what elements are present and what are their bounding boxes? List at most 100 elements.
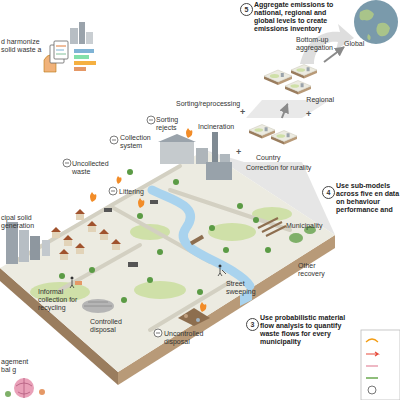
aggregation-arrow <box>282 104 288 118</box>
sorting-facility <box>158 134 208 164</box>
brain-icon <box>16 378 32 398</box>
legend-box <box>366 339 378 342</box>
brain-icon <box>39 389 45 395</box>
disposal-sites <box>82 299 114 313</box>
step-text: Use sub-models across five en data on be… <box>336 182 400 214</box>
trees <box>89 267 95 273</box>
trucks <box>128 262 138 267</box>
ground-surface <box>208 223 256 241</box>
disposal-sites <box>184 314 188 318</box>
data-icons <box>70 28 78 44</box>
data-icons <box>44 22 96 72</box>
houses <box>87 221 97 226</box>
incinerator <box>220 154 230 162</box>
brain-icon <box>14 378 34 398</box>
trees <box>59 273 65 279</box>
tile-building <box>307 67 310 71</box>
river <box>152 190 250 286</box>
disposal-sites <box>178 308 210 326</box>
disposal-sites <box>196 318 200 322</box>
data-icons <box>56 50 64 51</box>
callout-number: 3 <box>246 318 259 331</box>
annotation-label: Incineration <box>198 123 234 131</box>
fires <box>117 176 122 184</box>
fires <box>186 128 193 138</box>
annotation-label: agement bal g <box>1 358 31 374</box>
data-icons <box>86 32 93 44</box>
sorting-facility <box>160 142 194 164</box>
globe-land <box>360 9 391 40</box>
people <box>219 265 222 268</box>
annotation-label: Uncollected waste <box>72 160 112 176</box>
tile-surface <box>271 131 297 142</box>
annotation-label: Littering <box>119 188 144 196</box>
houses <box>59 249 69 254</box>
plus-sign: + <box>306 110 311 119</box>
legend-box <box>361 330 400 400</box>
houses <box>75 209 85 214</box>
annotation-label: Uncontrolled disposal <box>164 330 212 346</box>
annotation-label: cipal solid generation <box>1 214 41 230</box>
annotation-label: Street sweeping <box>226 280 262 296</box>
data-icons <box>54 41 68 59</box>
houses <box>88 226 96 232</box>
legend-box <box>366 352 378 356</box>
city-buildings <box>19 230 29 262</box>
annotation-label: Correction for rurality <box>246 164 311 172</box>
tile-building <box>287 133 290 137</box>
houses <box>63 235 73 240</box>
houses <box>52 232 60 238</box>
tile-green <box>290 84 299 88</box>
globe <box>354 0 398 44</box>
data-icons <box>56 54 66 55</box>
river <box>190 235 204 245</box>
trees <box>127 169 133 175</box>
data-icons <box>74 67 86 71</box>
trucks <box>104 200 158 267</box>
annotation-label: Controlled disposal <box>90 318 130 334</box>
callout-number: 5 <box>240 3 253 16</box>
trees <box>157 249 163 255</box>
data-icons <box>74 49 94 53</box>
city-buildings <box>30 236 40 260</box>
houses <box>76 248 84 254</box>
trees <box>265 247 271 253</box>
tile-green <box>254 128 263 132</box>
people <box>70 265 226 289</box>
annotation-label: Sorting/reprocessing <box>176 100 240 108</box>
trees <box>197 289 203 295</box>
annotation-label: Informal collection for recycling <box>38 288 86 312</box>
legend-box <box>366 377 378 379</box>
houses <box>112 244 120 250</box>
tile-green <box>296 68 305 72</box>
level-label: Global <box>344 40 364 48</box>
city-buildings <box>42 240 50 256</box>
plus-sign: + <box>240 108 245 117</box>
fires <box>90 192 97 202</box>
trees <box>209 225 215 231</box>
tile-building <box>281 73 284 77</box>
data-icons <box>56 46 66 47</box>
trees <box>253 217 259 223</box>
level-label: Country <box>256 154 281 162</box>
fires <box>90 128 207 312</box>
trees <box>223 247 229 253</box>
legend-box <box>361 330 400 400</box>
legend-box <box>366 365 378 367</box>
houses <box>51 227 61 232</box>
flow-icon <box>63 116 162 337</box>
trees <box>173 179 179 185</box>
disposal-sites <box>84 302 112 306</box>
annotation-label: Sorting rejects <box>156 116 188 132</box>
legend-box <box>368 386 376 394</box>
trees <box>137 213 143 219</box>
brain-icon <box>5 391 11 397</box>
tile-surface <box>249 125 275 136</box>
brain-icon <box>5 378 45 398</box>
fires <box>200 302 207 312</box>
tile-surface <box>285 81 311 92</box>
flow-icon <box>65 120 160 333</box>
globe-node: Global <box>344 0 400 52</box>
annotation-label: Collection system <box>120 134 160 150</box>
